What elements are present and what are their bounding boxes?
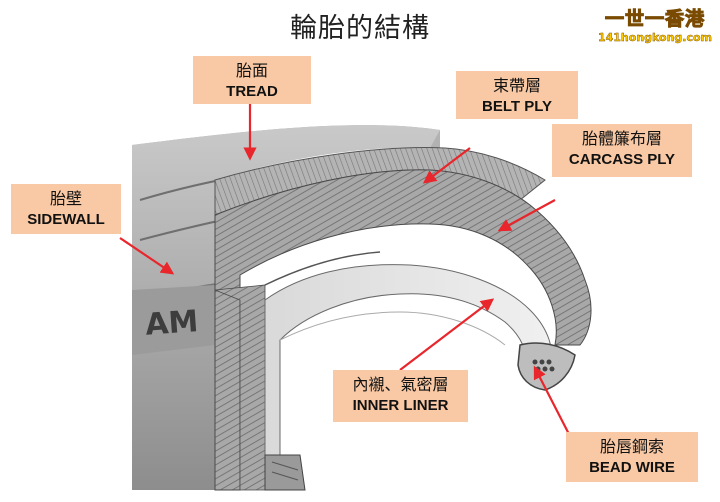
label-bead-wire: 胎唇鋼索 BEAD WIRE xyxy=(566,432,698,482)
label-belt-ply: 束帶層 BELT PLY xyxy=(456,71,578,119)
belt-ply-arrow xyxy=(422,147,471,184)
inner-liner-en-text: INNER LINER xyxy=(352,397,449,414)
watermark-url-text: 141hongkong.com xyxy=(597,31,713,44)
sidewall-lettering: AM xyxy=(132,285,215,355)
tread-zh-text: 胎面 xyxy=(235,61,268,80)
bead-wire-bundle xyxy=(517,342,576,391)
sidewall-arrow xyxy=(119,237,175,275)
belt-ply-en-text: BELT PLY xyxy=(481,98,552,115)
label-tread: 胎面 TREAD xyxy=(193,56,311,104)
sidewall-brand-text: AM xyxy=(144,304,199,343)
scan-dot: · xyxy=(158,405,161,415)
carcass-ply-zh-text: 胎體簾布層 xyxy=(581,129,662,148)
carcass-ply-en-text: CARCASS PLY xyxy=(568,151,676,168)
label-inner-liner: 內襯、氣密層 INNER LINER xyxy=(333,370,468,422)
bead-wire-en-text: BEAD WIRE xyxy=(589,459,675,476)
belt-ply-zh-text: 束帶層 xyxy=(492,76,541,95)
bead-wire-zh-text: 胎唇鋼索 xyxy=(599,437,664,456)
label-carcass-ply: 胎體簾布層 CARCASS PLY xyxy=(552,124,692,177)
label-sidewall: 胎壁 SIDEWALL xyxy=(11,184,121,234)
carcass-ply-arrow xyxy=(497,199,556,232)
sidewall-zh-text: 胎壁 xyxy=(49,189,82,208)
lower-bead-section xyxy=(264,454,306,491)
site-watermark: 一世一香港 141hongkong.com xyxy=(596,4,714,46)
watermark-main-text: 一世一香港 xyxy=(604,8,705,31)
tread-en-text: TREAD xyxy=(226,83,278,100)
diagram-title: 輪胎的結構 xyxy=(290,13,430,44)
bead-wire-arrow xyxy=(533,365,573,441)
carcass-ply-section xyxy=(214,169,592,491)
inner-liner-zh-text: 內襯、氣密層 xyxy=(352,375,449,394)
sidewall-en-text: SIDEWALL xyxy=(27,211,105,228)
annotation-arrows xyxy=(119,104,573,441)
inner-liner-arrow xyxy=(399,298,495,371)
